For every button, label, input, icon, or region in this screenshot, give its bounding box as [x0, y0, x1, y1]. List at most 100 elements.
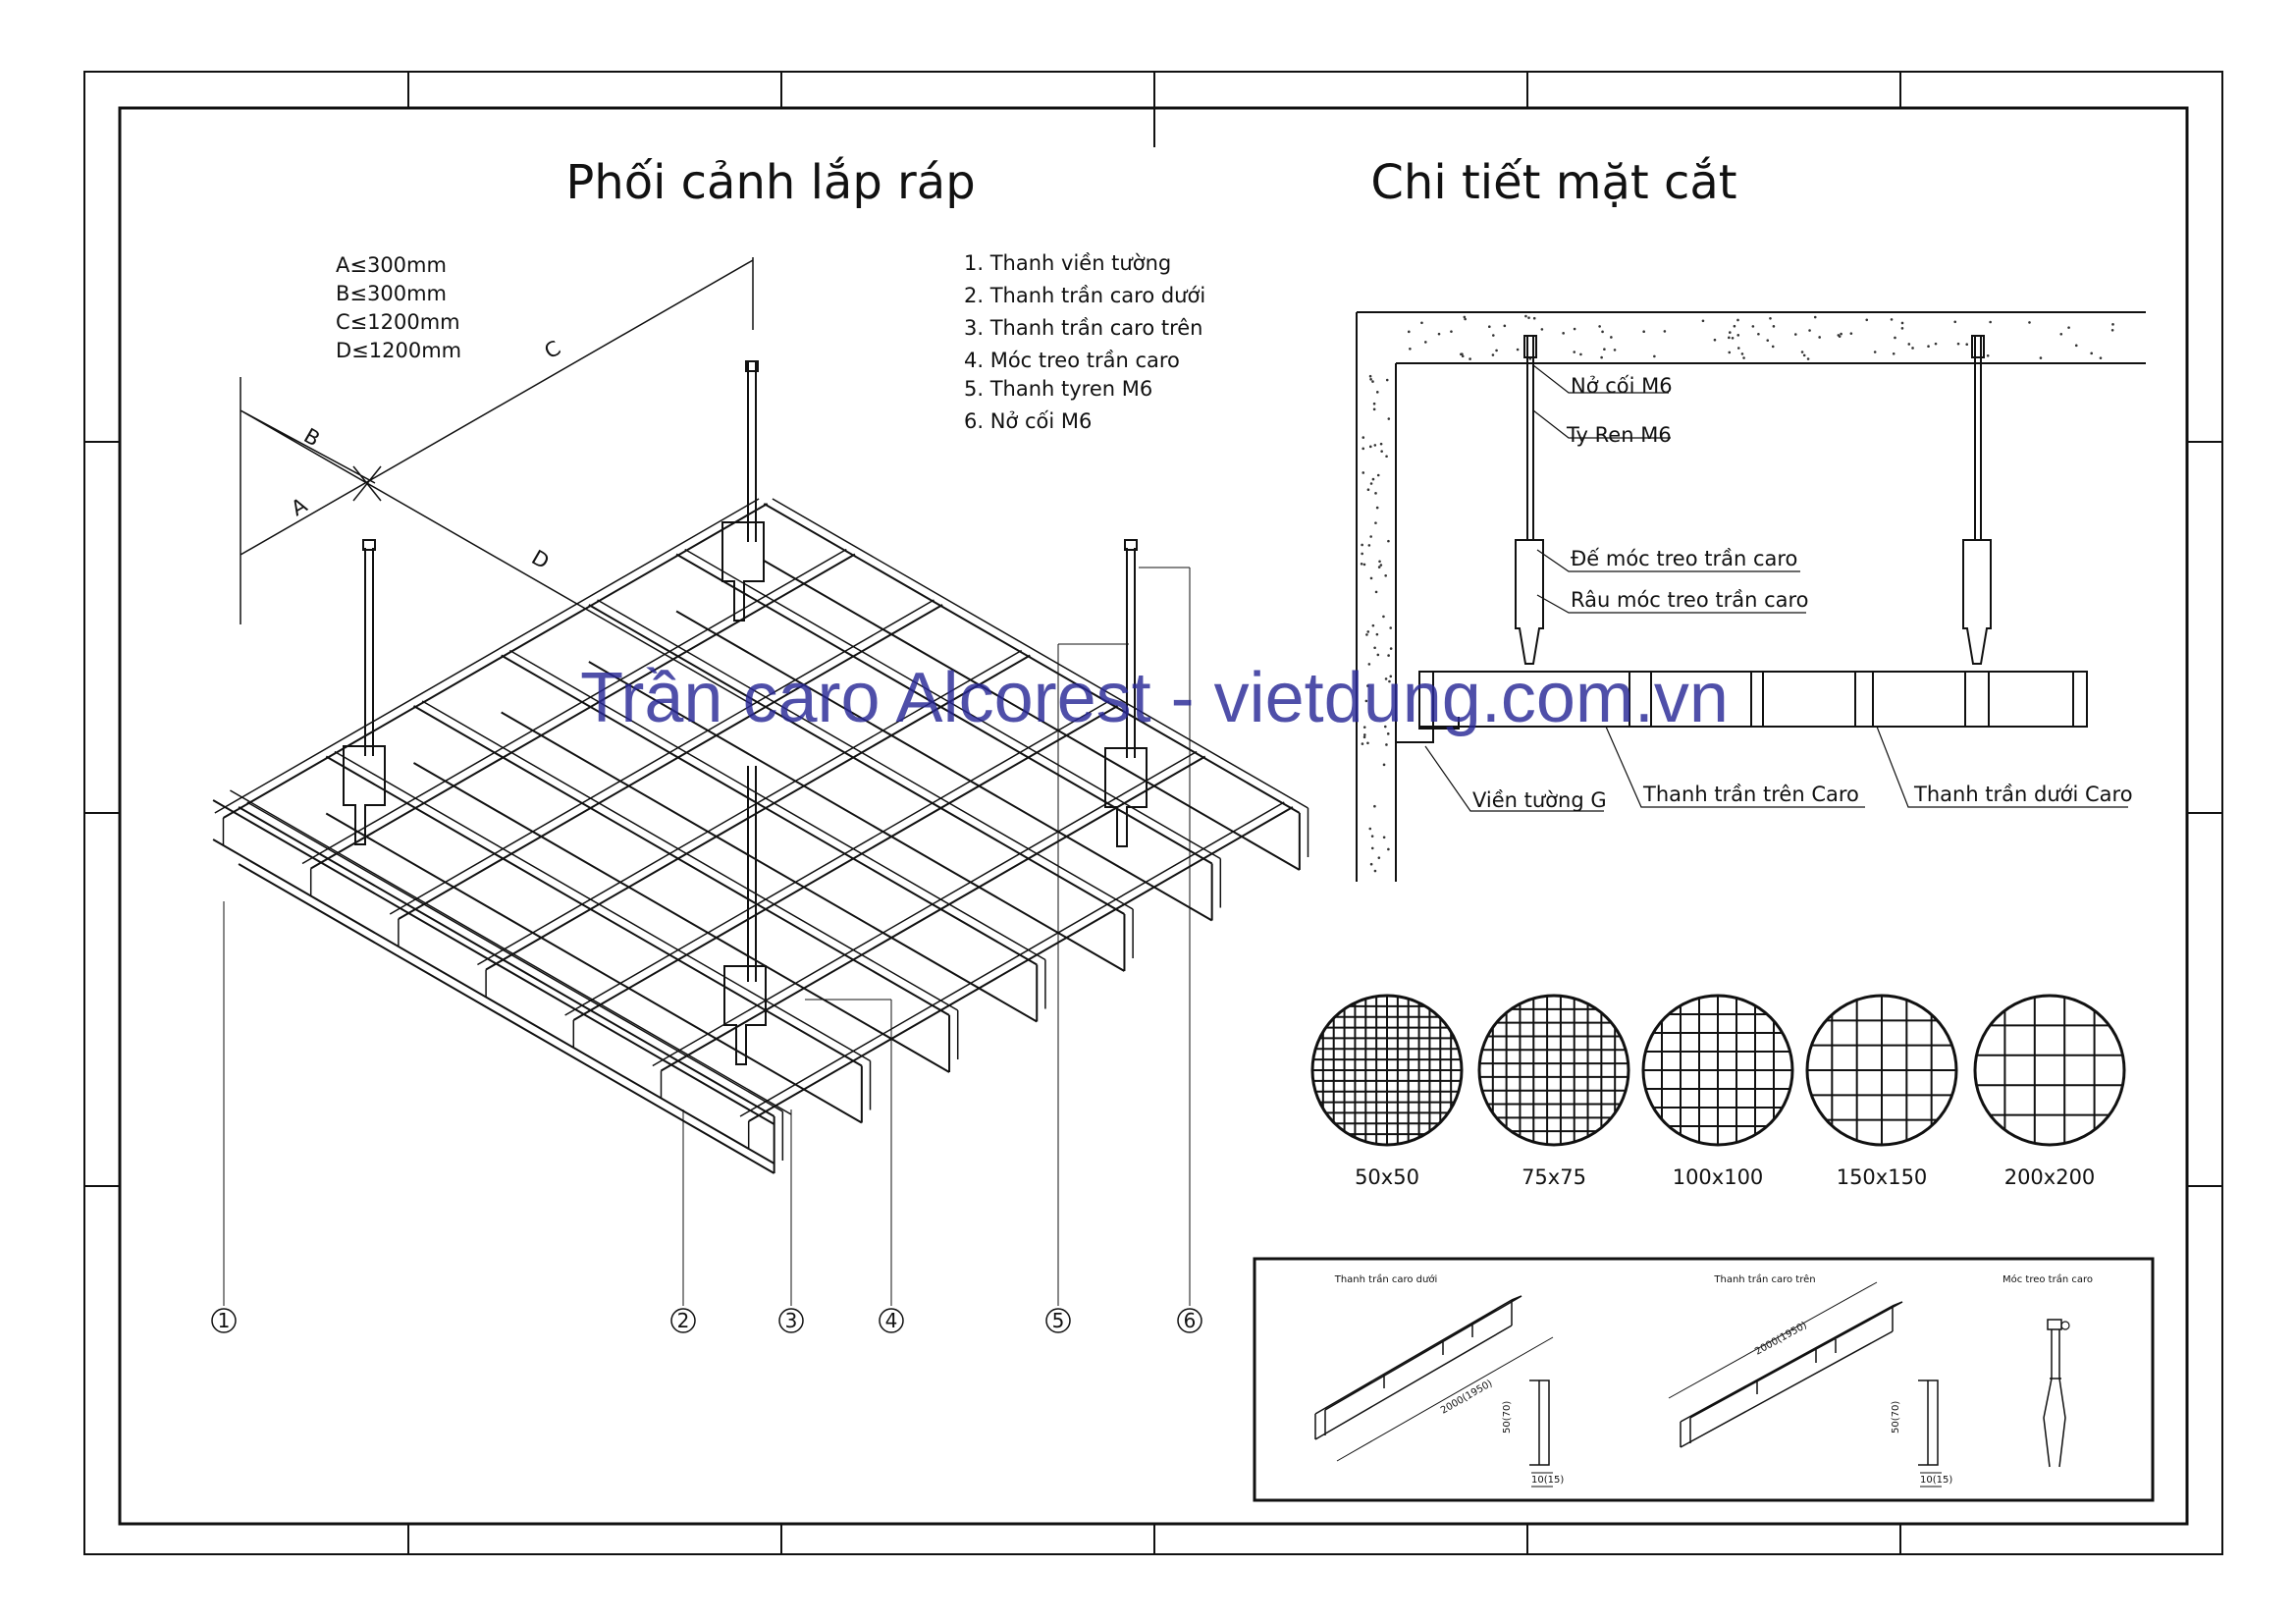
- callout-3: 3: [785, 1309, 798, 1332]
- concrete-dot: [1369, 482, 1373, 485]
- perspective-title: Phối cảnh lắp ráp: [565, 155, 975, 210]
- concrete-dot: [1840, 332, 1842, 336]
- concrete-dot: [1366, 741, 1369, 745]
- detail-title-upper: Thanh trần caro trên: [1713, 1273, 1815, 1285]
- concrete-dot: [1736, 318, 1739, 322]
- label-lower-bar: Thanh trần dưới Caro: [1913, 783, 2133, 806]
- concrete-dot: [1361, 543, 1363, 547]
- concrete-dot: [1377, 566, 1381, 568]
- concrete-dot: [1527, 316, 1530, 319]
- concrete-dot: [1366, 684, 1369, 687]
- concrete-dot: [1368, 445, 1372, 449]
- watermark: Trần caro Alcorest - vietdung.com.vn: [580, 659, 1729, 737]
- concrete-dot: [1757, 332, 1760, 336]
- callout-5: 5: [1052, 1309, 1065, 1332]
- concrete-dot: [1890, 318, 1894, 321]
- size-label-75: 75x75: [1522, 1165, 1586, 1189]
- grid-size-labels: 50x50 75x75 100x100 150x150 200x200: [1355, 1165, 2095, 1189]
- concrete-dot: [1562, 332, 1565, 335]
- callout-1: 1: [218, 1309, 231, 1332]
- concrete-dot: [2111, 323, 2114, 326]
- concrete-dot: [1463, 315, 1467, 319]
- concrete-dot: [1736, 334, 1740, 337]
- detail-length-upper: 2000(1950): [1753, 1320, 1809, 1357]
- concrete-dot: [1389, 647, 1393, 650]
- concrete-dot: [1495, 349, 1498, 352]
- dim-d: D≤1200mm: [336, 339, 461, 362]
- concrete-dot: [1382, 763, 1386, 767]
- concrete-dot: [1362, 471, 1365, 474]
- label-hanger-base: Đế móc treo trần caro: [1571, 547, 1797, 570]
- concrete-dot: [1873, 351, 1877, 353]
- concrete-dot: [1375, 632, 1379, 636]
- concrete-dot: [1379, 564, 1383, 567]
- concrete-dot: [1368, 827, 1372, 831]
- concrete-dot: [1701, 319, 1705, 323]
- concrete-dot: [1900, 327, 1904, 330]
- concrete-dot: [1450, 330, 1453, 333]
- concrete-dot: [1986, 353, 1990, 357]
- concrete-dot: [1663, 330, 1667, 333]
- concrete-dot: [1818, 336, 1821, 339]
- concrete-dot: [1387, 847, 1390, 851]
- concrete-dot: [1376, 653, 1380, 657]
- size-label-200: 200x200: [2004, 1165, 2096, 1189]
- component-details-box: Thanh trần caro dưới Thanh trần caro trê…: [1253, 1257, 2155, 1502]
- concrete-dot: [1373, 869, 1377, 873]
- concrete-dot: [1468, 357, 1471, 360]
- concrete-dot: [1793, 333, 1797, 336]
- concrete-dot: [1407, 330, 1411, 334]
- concrete-dot: [1491, 334, 1495, 337]
- concrete-dot: [1894, 336, 1896, 340]
- concrete-dot: [1365, 633, 1368, 636]
- concrete-hatch: [1360, 314, 2114, 873]
- concrete-dot: [1813, 315, 1817, 319]
- concrete-dot: [1603, 348, 1606, 352]
- concrete-dot: [1361, 552, 1363, 556]
- concrete-dot: [1374, 590, 1378, 594]
- concrete-dot: [1934, 342, 1938, 346]
- concrete-dot: [1808, 329, 1811, 332]
- legend-item-2: 2. Thanh trần caro dưới: [964, 284, 1205, 307]
- concrete-dot: [1579, 352, 1582, 356]
- concrete-dot: [1375, 391, 1379, 394]
- legend-item-5: 5. Thanh tyren M6: [964, 377, 1152, 401]
- concrete-dot: [1362, 447, 1365, 451]
- grid-size-samples: [1310, 994, 2126, 1147]
- concrete-dot: [1740, 352, 1744, 355]
- concrete-dot: [1387, 539, 1390, 543]
- concrete-dot: [1487, 325, 1491, 329]
- concrete-dot: [1379, 442, 1383, 446]
- concrete-dot: [1373, 804, 1376, 808]
- concrete-dot: [1573, 327, 1576, 331]
- concrete-dot: [1374, 492, 1377, 495]
- concrete-dot: [1362, 726, 1366, 729]
- concrete-dot: [1900, 321, 1904, 325]
- dim-b: B≤300mm: [336, 282, 447, 305]
- detail-title-hanger: Móc treo trần caro: [2002, 1273, 2093, 1285]
- concrete-dot: [1751, 325, 1755, 328]
- concrete-dot: [1362, 735, 1366, 739]
- label-rod: Ty Ren M6: [1566, 423, 1672, 447]
- detail-width-upper: 10(15): [1920, 1475, 1952, 1486]
- parts-legend: 1. Thanh viền tường 2. Thanh trần caro d…: [964, 251, 1205, 433]
- concrete-dot: [1369, 862, 1373, 866]
- concrete-dot: [1965, 343, 1969, 347]
- concrete-dot: [1806, 357, 1810, 360]
- concrete-dot: [2074, 344, 2078, 348]
- concrete-dot: [1800, 351, 1804, 353]
- concrete-dot: [1362, 436, 1365, 439]
- drawing-frame: [83, 71, 2223, 1555]
- concrete-dot: [1372, 407, 1376, 411]
- concrete-dot: [1375, 506, 1379, 510]
- concrete-dot: [1383, 725, 1387, 729]
- concrete-dot: [1362, 563, 1366, 567]
- concrete-dot: [1385, 378, 1389, 382]
- concrete-dot: [1424, 341, 1427, 344]
- concrete-dot: [1385, 743, 1388, 746]
- concrete-dot: [1366, 630, 1370, 633]
- concrete-dot: [1532, 316, 1536, 320]
- concrete-dot: [1384, 573, 1387, 577]
- concrete-dot: [1989, 320, 1992, 324]
